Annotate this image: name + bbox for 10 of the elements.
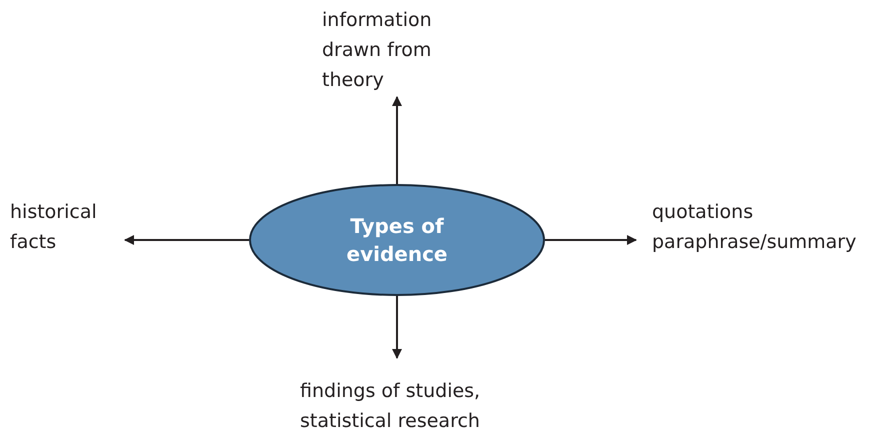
arrow bbox=[545, 235, 637, 245]
arrow bbox=[124, 235, 249, 245]
node-label: quotations paraphrase/summary bbox=[652, 200, 858, 255]
node-title: Types of evidence bbox=[346, 213, 448, 268]
arrow bbox=[392, 296, 402, 359]
node-label: information drawn from theory bbox=[322, 8, 433, 93]
node-label: findings of studies, statistical research bbox=[300, 379, 482, 434]
ellipse-node bbox=[249, 184, 545, 296]
node-label: historical facts bbox=[10, 200, 98, 255]
arrow bbox=[392, 96, 402, 184]
